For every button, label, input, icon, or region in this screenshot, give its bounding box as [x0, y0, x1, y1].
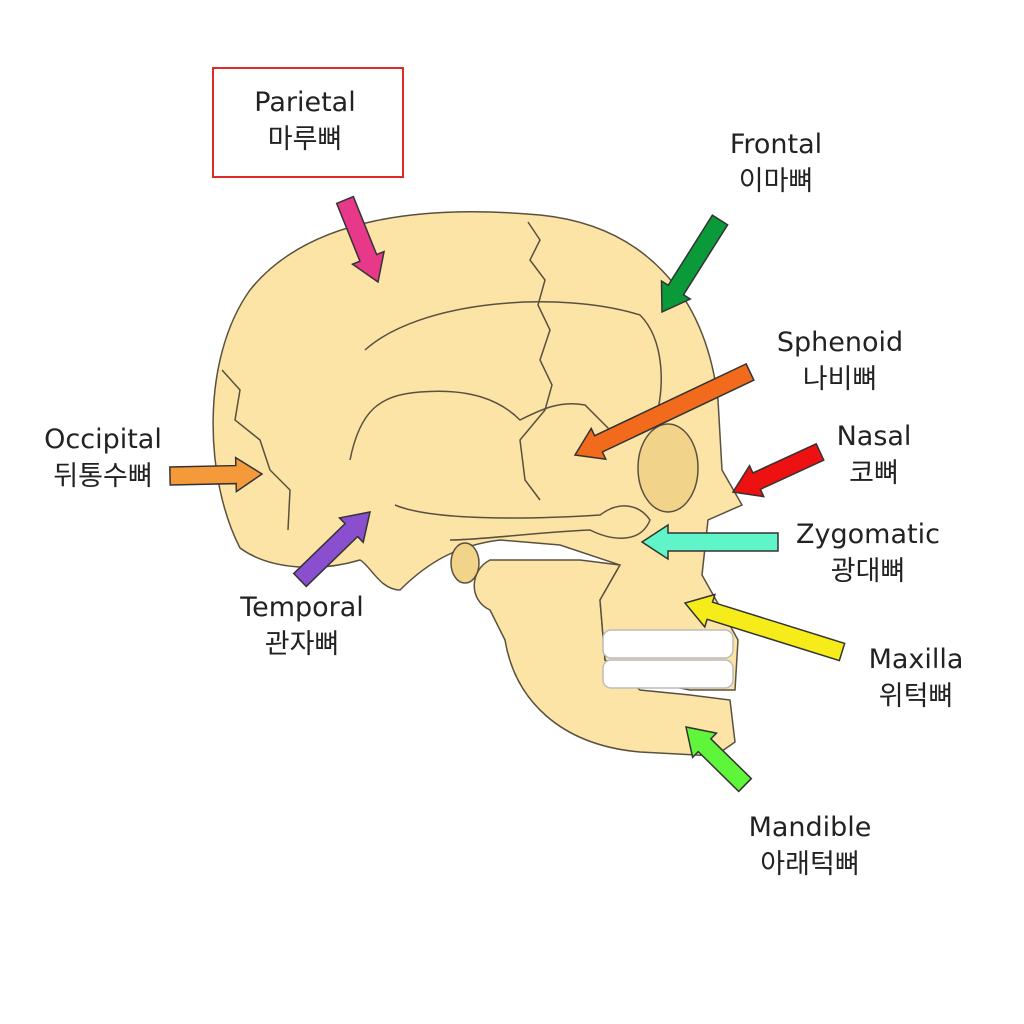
squamous-suture	[349, 390, 621, 461]
coronal-suture	[519, 221, 553, 501]
teeth	[602, 629, 734, 689]
arrow-frontal	[660, 214, 729, 314]
arrow-mandible	[685, 726, 753, 793]
arrow-parietal	[335, 195, 386, 284]
cranium	[212, 211, 744, 691]
arrow-zygomatic	[640, 523, 779, 561]
ear-canal	[450, 542, 480, 584]
orbit	[637, 423, 699, 513]
arrow-occipital	[169, 456, 264, 493]
lambdoid-suture	[221, 369, 291, 531]
skull	[212, 211, 744, 757]
zygomatic-arch	[394, 504, 651, 541]
arrow-sphenoid	[573, 362, 755, 461]
arrow-maxilla	[683, 593, 846, 662]
arrow-nasal	[731, 442, 825, 498]
highlight-box	[212, 67, 404, 178]
arrow-temporal	[292, 511, 371, 588]
arrows	[169, 195, 846, 793]
temporal-line	[364, 301, 662, 421]
